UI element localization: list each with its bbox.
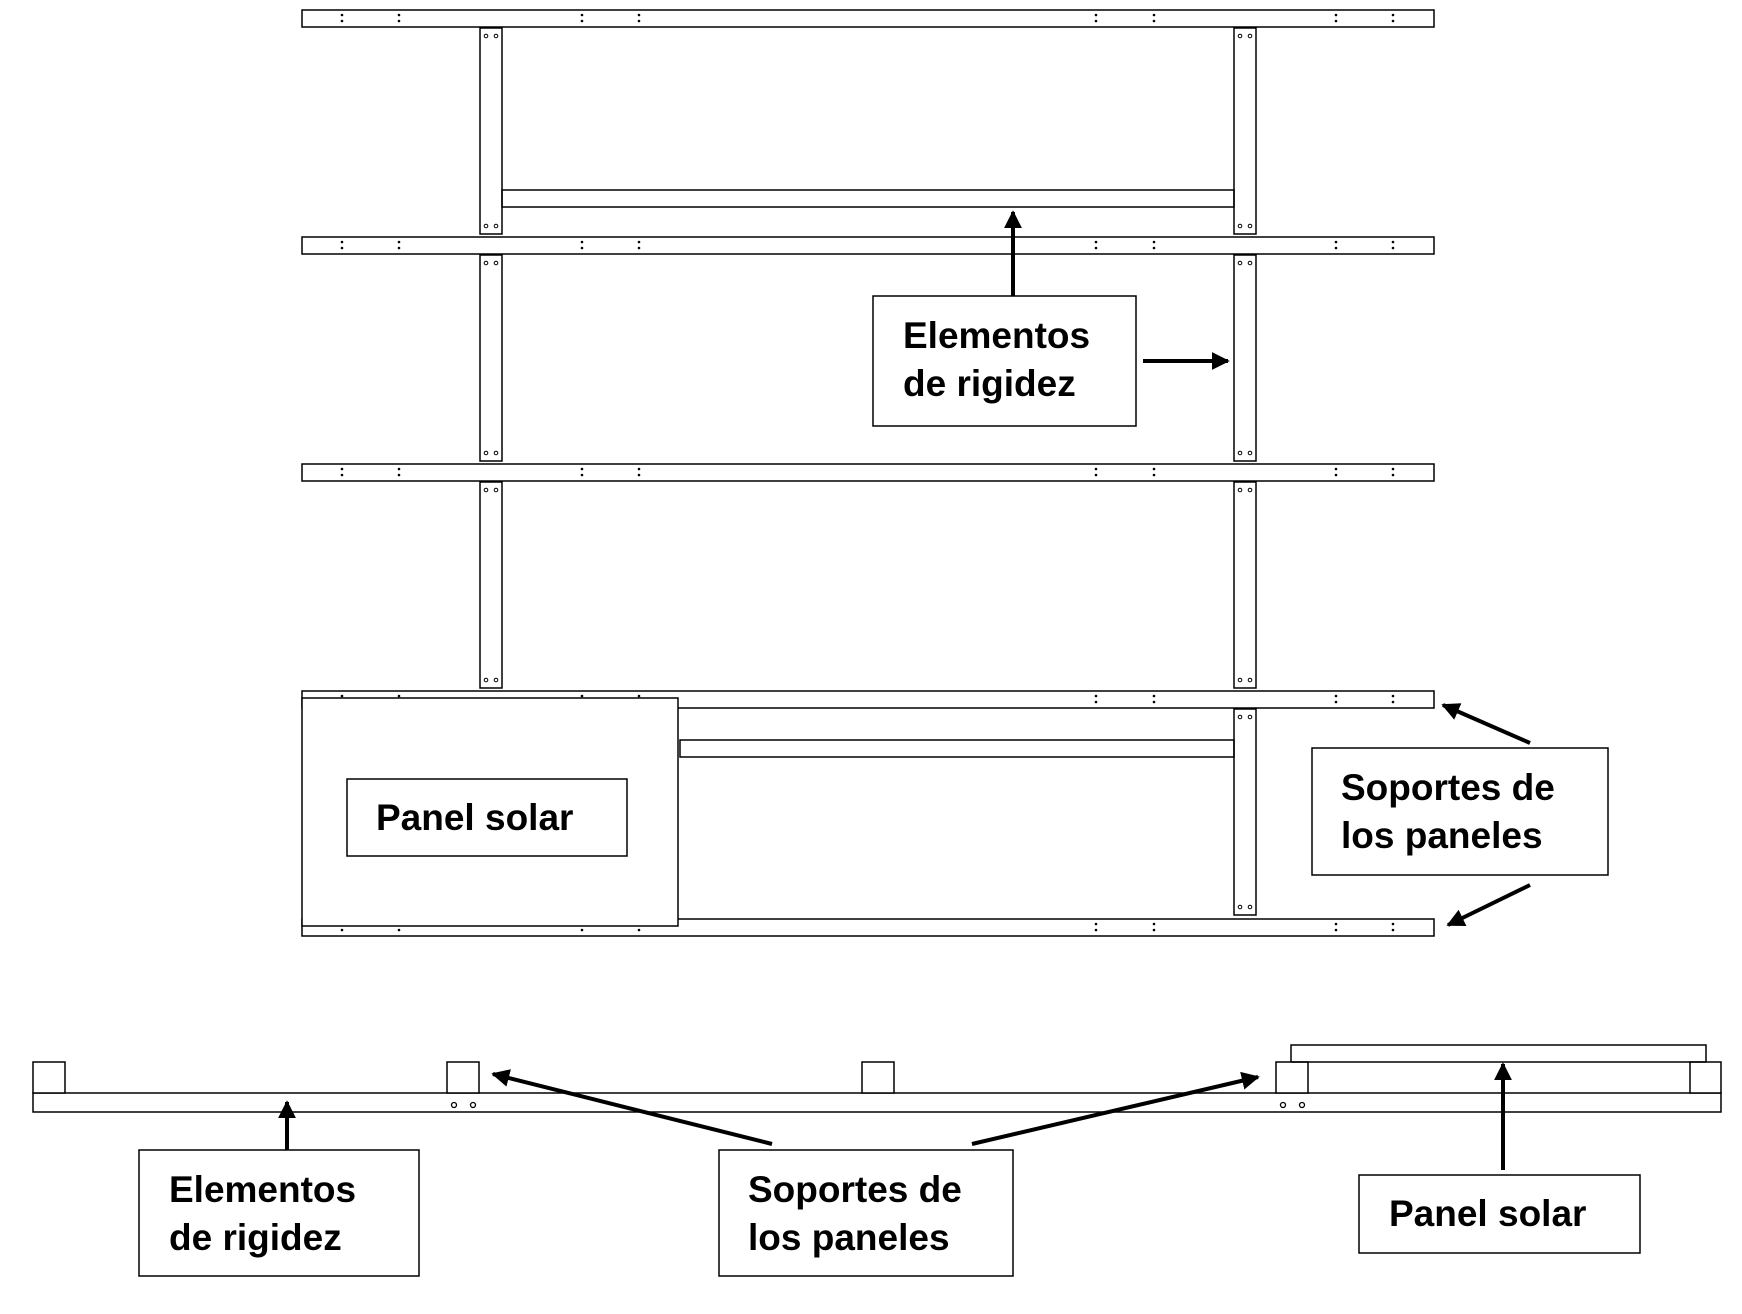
side-view-arrows bbox=[278, 1062, 1512, 1170]
rigidity-cross-members bbox=[501, 189, 1235, 758]
side-support-5 bbox=[1689, 1061, 1722, 1094]
side-rigidity-label-line2: de rigidez bbox=[169, 1217, 342, 1258]
plan-rigidity-label-line1: Elementos bbox=[903, 315, 1090, 356]
arrow-to-support-4 bbox=[971, 1071, 1260, 1146]
side-support-2 bbox=[446, 1061, 480, 1094]
rigidity-column-right bbox=[1233, 27, 1257, 916]
solar-panel-side bbox=[1290, 1044, 1707, 1062]
plan-rigidity-label-line2: de rigidez bbox=[903, 363, 1076, 404]
side-rigidity-label-line1: Elementos bbox=[169, 1169, 356, 1210]
rigidity-column-left bbox=[479, 27, 503, 689]
arrow-to-support-2 bbox=[491, 1069, 773, 1146]
side-support-4 bbox=[1275, 1061, 1309, 1094]
side-supports-label-box bbox=[718, 1149, 1014, 1277]
side-view bbox=[32, 1044, 1722, 1277]
side-supports-label-line1: Soportes de bbox=[748, 1169, 962, 1210]
arrow-to-lower-rail bbox=[1446, 883, 1531, 927]
plan-supports-label-line2: los paneles bbox=[1341, 815, 1543, 856]
plan-view bbox=[301, 9, 1609, 937]
side-panel-label: Panel solar bbox=[1389, 1193, 1586, 1234]
panel-support-rails bbox=[301, 9, 1435, 937]
side-rigidity-label-box bbox=[138, 1149, 420, 1277]
supports-label-box bbox=[1311, 747, 1609, 876]
side-support-3 bbox=[861, 1061, 895, 1094]
plan-panel-label: Panel solar bbox=[376, 797, 573, 838]
panel-label-box bbox=[346, 778, 628, 857]
rail-bolt-holes bbox=[340, 13, 1395, 932]
rigidity-label-box bbox=[872, 295, 1137, 427]
side-panel-label-box bbox=[1358, 1174, 1641, 1254]
side-supports-label-line2: los paneles bbox=[748, 1217, 950, 1258]
arrow-to-upper-rail bbox=[1441, 703, 1531, 745]
plan-supports-label-line1: Soportes de bbox=[1341, 767, 1555, 808]
side-support-1 bbox=[32, 1061, 66, 1094]
plan-view-arrows bbox=[1004, 210, 1531, 927]
side-beam-bolt-holes bbox=[450, 1101, 1306, 1109]
